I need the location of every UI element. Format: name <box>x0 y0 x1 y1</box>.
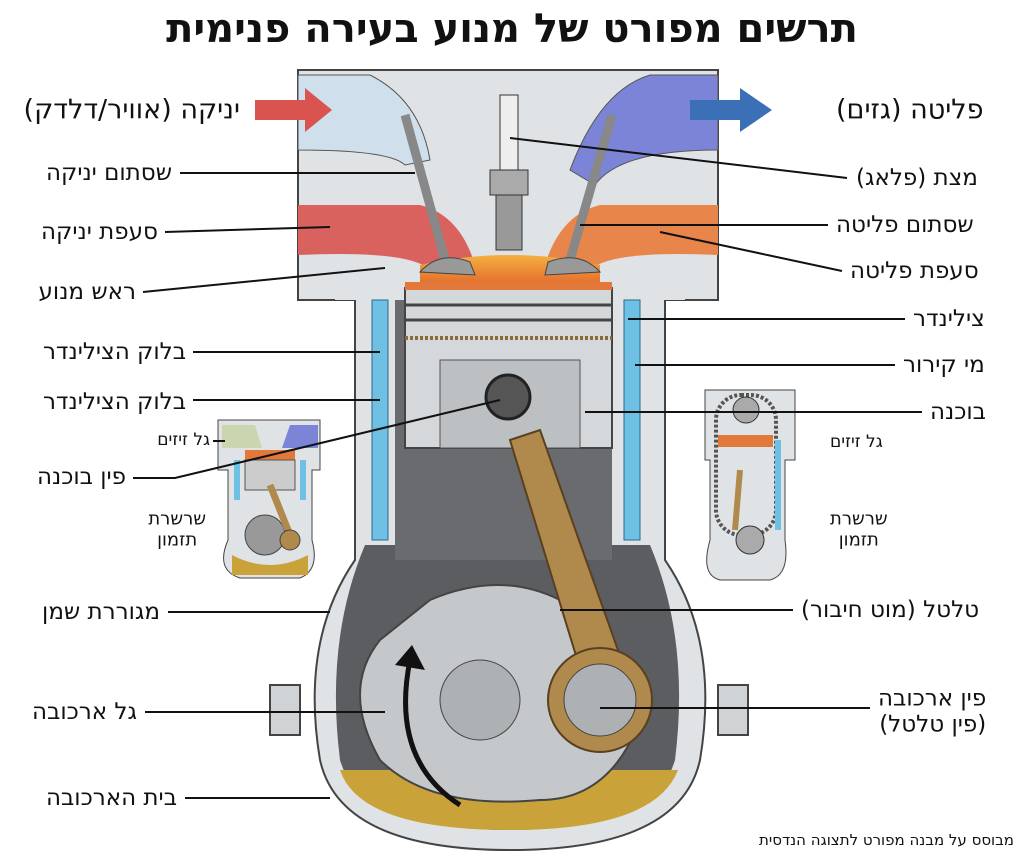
label-line: שרשרת <box>148 508 206 530</box>
label-piston: בוכנה <box>930 398 986 425</box>
label-cylinder: צילינדר <box>913 305 985 332</box>
label-exhaust-manifold: סעפת פליטה <box>850 257 979 284</box>
exhaust-valve <box>544 113 617 276</box>
page-title: תרשים מפורט של מנוע בעירה פנימית <box>166 6 858 52</box>
label-exhaust-valve: שסתום פליטה <box>836 211 974 238</box>
leader-lines <box>133 137 922 799</box>
label-piston-pin: פין בוכנה <box>36 463 126 490</box>
label-timing-chain-left: שרשרת תזמון <box>148 509 206 550</box>
footnote: מבוסס על מבנה מפורט לתצוגה הנדסית <box>759 831 1014 849</box>
label-camshaft-right: גל זיזים <box>830 432 883 453</box>
spark-plug <box>489 94 529 251</box>
label-crankshaft: גל ארכובה <box>32 698 137 725</box>
intake-valve <box>400 113 476 276</box>
label-timing-chain-right: שרשרת תזמון <box>830 509 888 550</box>
label-spark-plug: מצת (פלאג) <box>856 164 978 191</box>
label-intake-manifold: סעפת יניקה <box>41 218 158 245</box>
label-intake-valve: שסתום יניקה <box>45 159 172 186</box>
inset-timing-chain-right <box>704 389 796 581</box>
inset-camshaft-left <box>217 419 321 579</box>
crankshaft-journal <box>439 659 521 741</box>
label-cylinder-block-2: בלוק הצילינדר <box>42 388 186 415</box>
label-coolant: מי קירור <box>903 351 985 378</box>
label-line: תזמון <box>157 529 198 550</box>
piston <box>404 282 613 449</box>
label-intake: יניקה (אוויר/דלדק) <box>23 94 240 126</box>
exhaust-port <box>569 74 719 186</box>
rotation-arrow <box>403 659 462 808</box>
label-connecting-rod: טלטל (מוט חיבור) <box>801 596 980 623</box>
coolant-right <box>623 299 641 541</box>
label-line: שרשרת <box>830 508 888 530</box>
label-line: תזמון <box>838 529 879 550</box>
exhaust-manifold <box>545 205 718 270</box>
label-crank-pin: פין ארכובה (פין טלטל) <box>878 686 986 739</box>
label-line: פין ארכובה <box>878 685 987 712</box>
intake-arrow-icon <box>255 88 332 132</box>
connecting-rod <box>508 428 653 753</box>
label-cylinder-block: בלוק הצילינדר <box>42 338 186 365</box>
exhaust-arrow-icon <box>690 88 772 132</box>
label-crankcase: בית הארכובה <box>45 784 177 811</box>
label-camshaft-left: גל זיזים <box>157 430 210 451</box>
label-cylinder-head: ראש מנוע <box>38 278 136 305</box>
label-oil-pan: מגוררת שמן <box>42 598 160 625</box>
label-line: (פין טלטל) <box>879 712 987 738</box>
label-exhaust: פליטה (גזים) <box>836 94 984 126</box>
coolant-left <box>371 299 389 541</box>
